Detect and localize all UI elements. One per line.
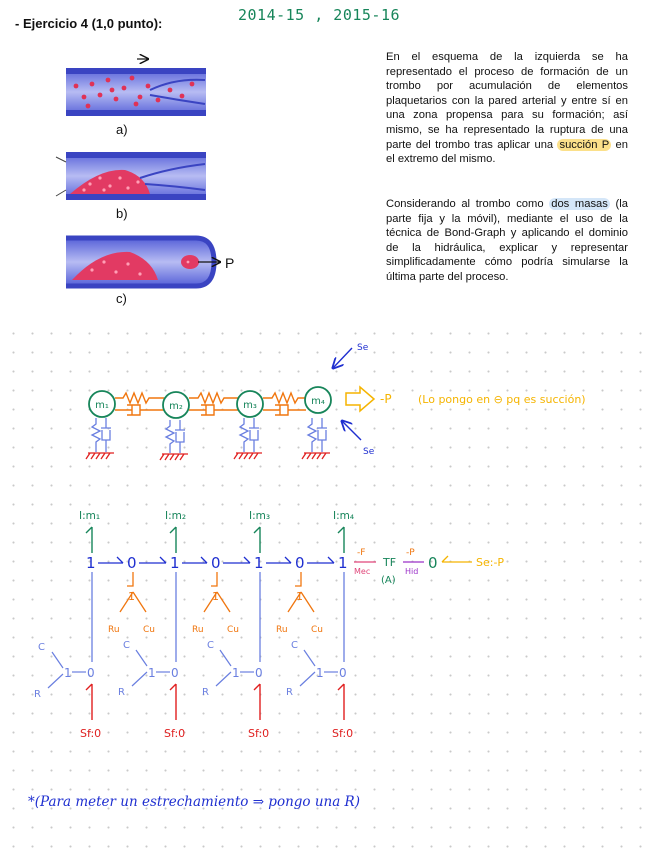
statement-text: Considerando al trombo como: [386, 198, 550, 210]
junction-one-2: 1: [170, 554, 180, 572]
highlight-succion: succión P: [557, 138, 612, 151]
flow-source-4: Sf:0: [332, 727, 353, 740]
tf-right-top: -P: [406, 548, 415, 558]
lower-zero-1: 0: [87, 666, 95, 680]
c-label-1: C: [38, 642, 45, 653]
highlight-dos-masas: dos masas: [549, 198, 610, 210]
se-arrow-top-icon: [333, 347, 353, 368]
flow-source-3: Sf:0: [248, 727, 269, 740]
transformer-label: TF: [382, 556, 396, 569]
transformer-area: (A): [381, 575, 396, 586]
se-bottom-label: Se: [363, 447, 375, 457]
effort-source-arrow-icon: [441, 555, 472, 563]
branch-r-2: Ru: [192, 625, 204, 635]
tf-left-bottom: Mec: [354, 567, 370, 576]
statement-text: en el extremo del mismo.: [386, 138, 628, 166]
inertia-label-1: I:m₁: [79, 510, 100, 522]
mass-2-label: m₂: [169, 401, 183, 412]
lower-zero-2: 0: [171, 666, 179, 680]
statement-paragraph-1: En el esquema de la izquierda se ha repr…: [386, 50, 628, 167]
branch-one-2: 1: [212, 590, 219, 603]
inertia-label-3: I:m₃: [249, 510, 270, 522]
statement-paragraph-2: Considerando al trombo como dos masas (l…: [386, 197, 628, 285]
mechanical-model: m₁ m₂ m₃ m₄ Se Se -P (Lo pongo en ⊖ pq e…: [85, 343, 586, 461]
lower-one-4: 1: [316, 666, 324, 680]
ground-hatches: [85, 452, 330, 461]
mass-4-node: [304, 386, 332, 414]
c-label-3: C: [207, 640, 214, 651]
junction-one-1: 1: [86, 554, 96, 572]
tf-right-bottom: Hid: [405, 567, 418, 576]
r-label-1: R: [34, 689, 41, 700]
se-arrow-bottom-icon: [342, 421, 362, 441]
c-label-2: C: [123, 640, 130, 651]
junction-zero-3: 0: [295, 554, 305, 572]
footnote-note: *(Para meter un estrechamiento ⇒ pongo u…: [28, 794, 360, 810]
effort-source-label: Se:-P: [476, 556, 504, 569]
branch-one-1: 1: [128, 590, 135, 603]
r-label-3: R: [202, 687, 209, 698]
inertia-label-2: I:m₂: [165, 510, 186, 522]
r-label-2: R: [118, 687, 125, 698]
junction-one-4: 1: [338, 554, 348, 572]
mass-3-label: m₃: [243, 400, 257, 411]
statement-text: En el esquema de la izquierda se ha repr…: [386, 51, 628, 151]
r-label-4: R: [286, 687, 293, 698]
junction-zero-1: 0: [127, 554, 137, 572]
force-note: (Lo pongo en ⊖ pq es succión): [418, 393, 586, 406]
flow-source-1: Sf:0: [80, 727, 101, 740]
mass-3-node: [236, 390, 264, 418]
statement-text: (la parte fija y la móvil), mediante el …: [386, 198, 628, 283]
question-title: - Ejercicio 4 (1,0 punto):: [15, 16, 163, 31]
figure-label-b: b): [116, 206, 128, 221]
lower-one-2: 1: [148, 666, 156, 680]
tf-left-top: -F: [357, 548, 365, 558]
mass-1-label: m₁: [95, 400, 109, 411]
vessel-figure-c: [66, 235, 220, 289]
branch-r-3: Ru: [276, 625, 288, 635]
coupling-elements: [115, 391, 306, 416]
branch-r-1: Ru: [108, 625, 120, 635]
flow-source-2: Sf:0: [164, 727, 185, 740]
inertia-label-4: I:m₄: [333, 510, 354, 522]
vessel-figure-b: [55, 152, 206, 200]
force-label: -P: [380, 392, 392, 406]
branch-one-3: 1: [296, 590, 303, 603]
lower-one-1: 1: [64, 666, 72, 680]
branch-c-1: Cu: [143, 625, 155, 635]
figure-label-a: a): [116, 122, 128, 137]
lower-zero-3: 0: [255, 666, 263, 680]
junction-one-3: 1: [254, 554, 264, 572]
lower-one-3: 1: [232, 666, 240, 680]
mass-2-node: [162, 391, 190, 419]
mass-1-node: [88, 390, 116, 418]
c-label-4: C: [291, 640, 298, 651]
vessel-figure-a: [66, 59, 206, 116]
lower-zero-4: 0: [339, 666, 347, 680]
branch-c-2: Cu: [227, 625, 239, 635]
suction-force-label: P: [225, 255, 235, 271]
se-top-label: Se: [357, 343, 369, 353]
exam-years-note: 2014-15 , 2015-16: [238, 6, 401, 24]
bond-graph: I:m₁ I:m₂ I:m₃ I:m₄ 1 0 1 0 1 0 1 0: [34, 510, 504, 740]
mass-4-label: m₄: [311, 396, 325, 407]
ground-supports: [90, 418, 327, 453]
branch-c-3: Cu: [311, 625, 323, 635]
figure-label-c: c): [116, 291, 127, 306]
junction-zero-hydraulic: 0: [428, 554, 438, 572]
suction-hollow-arrow-icon: [345, 385, 376, 413]
junction-zero-2: 0: [211, 554, 221, 572]
